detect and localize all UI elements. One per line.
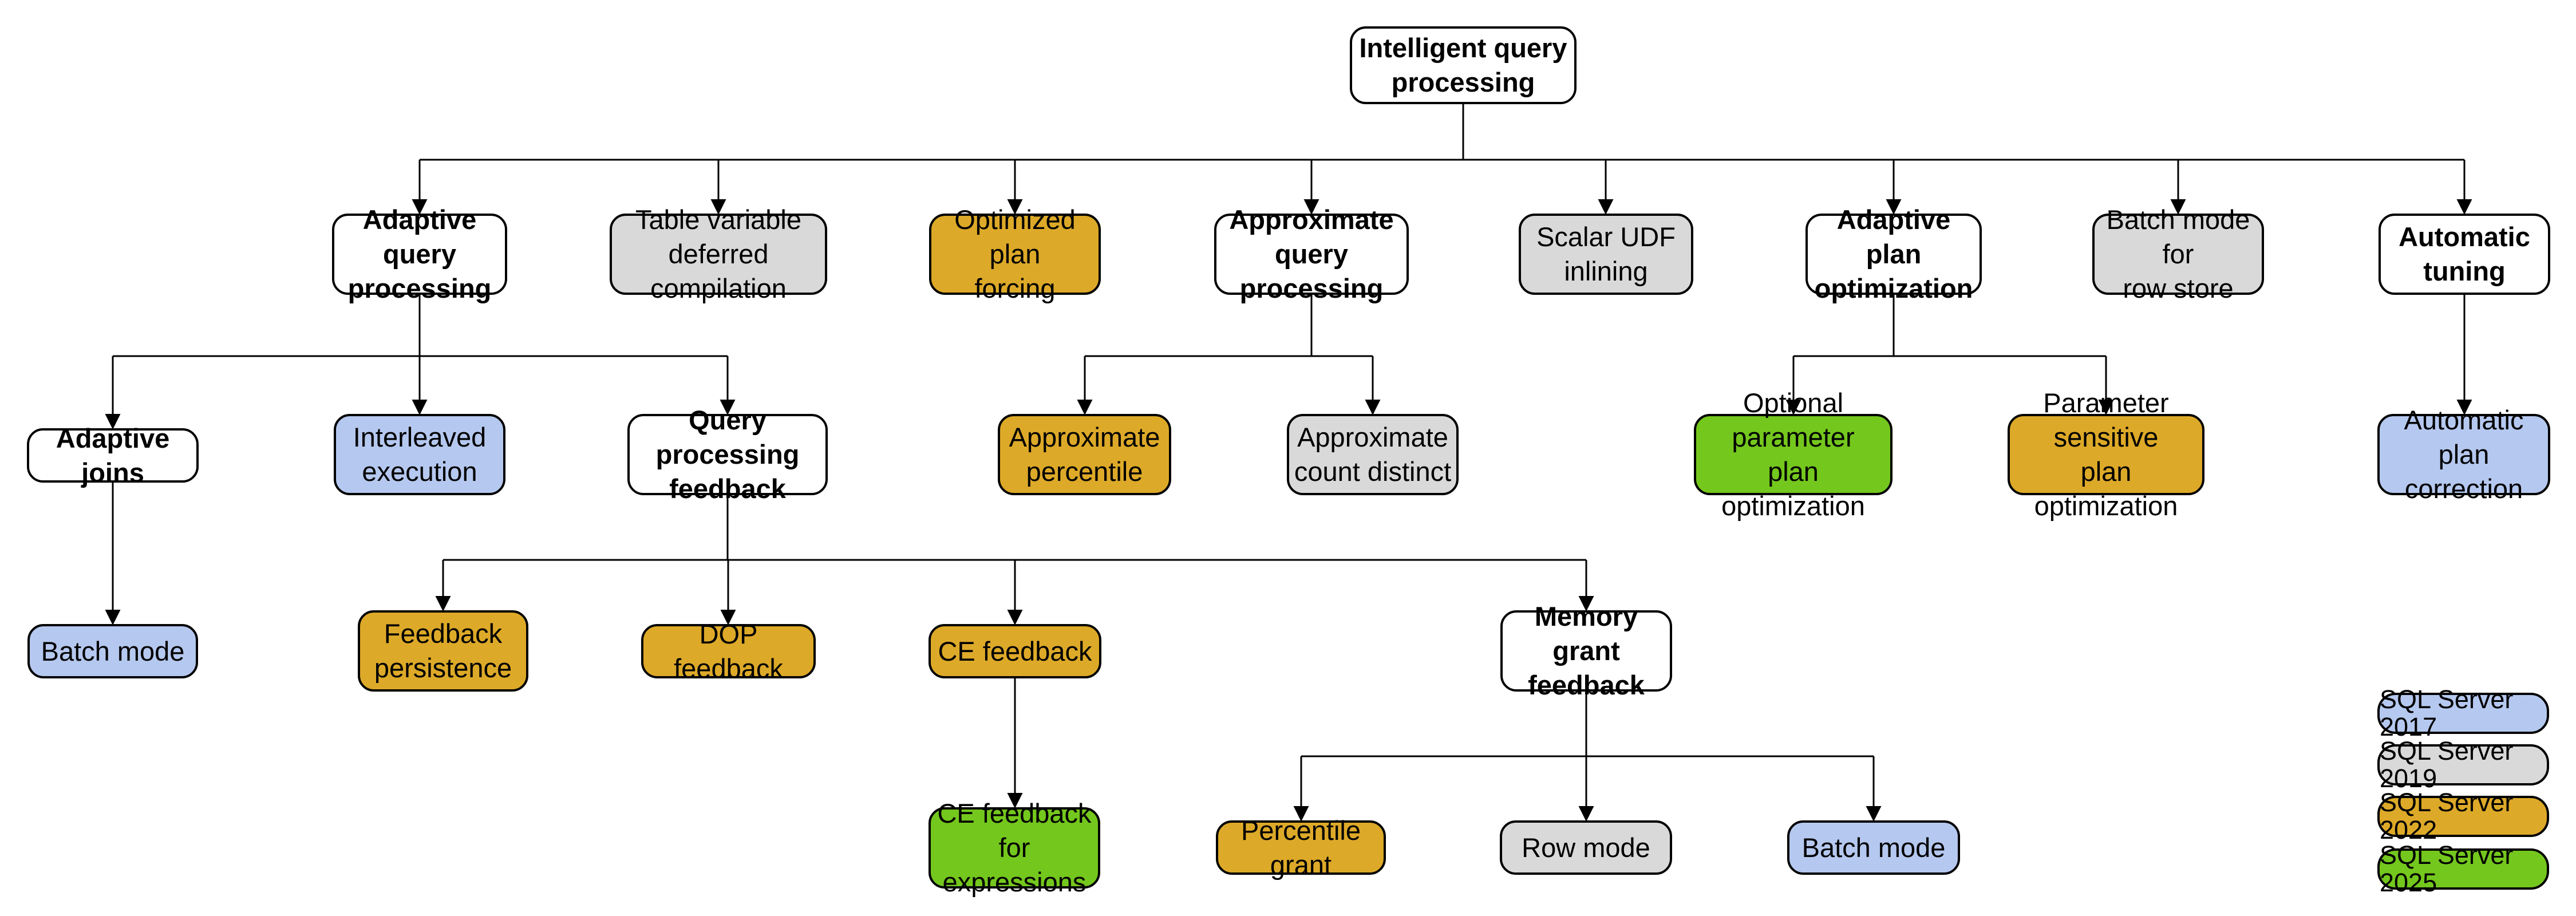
node-optimized-plan-forcing: Optimized plan forcing	[929, 204, 1101, 303]
node-automatic-tuning: Automatic tuning	[2379, 214, 2550, 295]
node-optional-parameter-plan-optimization: Optional parameter plan optimization	[1694, 388, 1893, 521]
node-interleaved-execution: Interleaved execution	[334, 414, 505, 495]
node-row-mode: Row mode	[1500, 820, 1672, 875]
legend-sql-server-2022: SQL Server 2022	[2377, 789, 2549, 844]
node-query-processing-feedback: Query processing feedback	[627, 405, 828, 504]
node-percentile-grant: Percentile grant	[1216, 815, 1386, 880]
node-ce-feedback-for-expressions: CE feedback for expressions	[929, 798, 1100, 897]
node-parameter-sensitive-plan-optimization: Parameter sensitive plan optimization	[2008, 388, 2204, 521]
node-automatic-plan-correction: Automatic plan correction	[2377, 405, 2550, 504]
legend-sql-server-2017: SQL Server 2017	[2377, 686, 2549, 741]
node-adaptive-joins: Adaptive joins	[27, 423, 199, 488]
node-batch-mode-memory-grant: Batch mode	[1787, 820, 1960, 875]
node-memory-grant-feedback: Memory grant feedback	[1500, 601, 1672, 700]
node-batch-mode-adaptive-joins: Batch mode	[27, 624, 198, 678]
node-intelligent-query-processing: Intelligent query processing	[1350, 26, 1577, 104]
node-batch-mode-for-row-store: Batch mode for row store	[2092, 204, 2264, 303]
node-feedback-persistence: Feedback persistence	[358, 610, 528, 692]
node-table-variable-deferred-compilation: Table variable deferred compilation	[610, 204, 827, 303]
node-approximate-count-distinct: Approximate count distinct	[1287, 414, 1459, 495]
node-ce-feedback: CE feedback	[929, 624, 1101, 678]
legend-sql-server-2019: SQL Server 2019	[2377, 737, 2549, 792]
legend-sql-server-2025: SQL Server 2025	[2377, 842, 2549, 897]
node-scalar-udf-inlining: Scalar UDF inlining	[1519, 214, 1693, 295]
node-approximate-percentile: Approximate percentile	[998, 414, 1171, 495]
node-adaptive-query-processing: Adaptive query processing	[332, 204, 507, 303]
node-dop-feedback: DOP feedback	[641, 619, 816, 684]
node-adaptive-plan-optimization: Adaptive plan optimization	[1805, 204, 1982, 303]
node-approximate-query-processing: Approximate query processing	[1214, 204, 1409, 303]
